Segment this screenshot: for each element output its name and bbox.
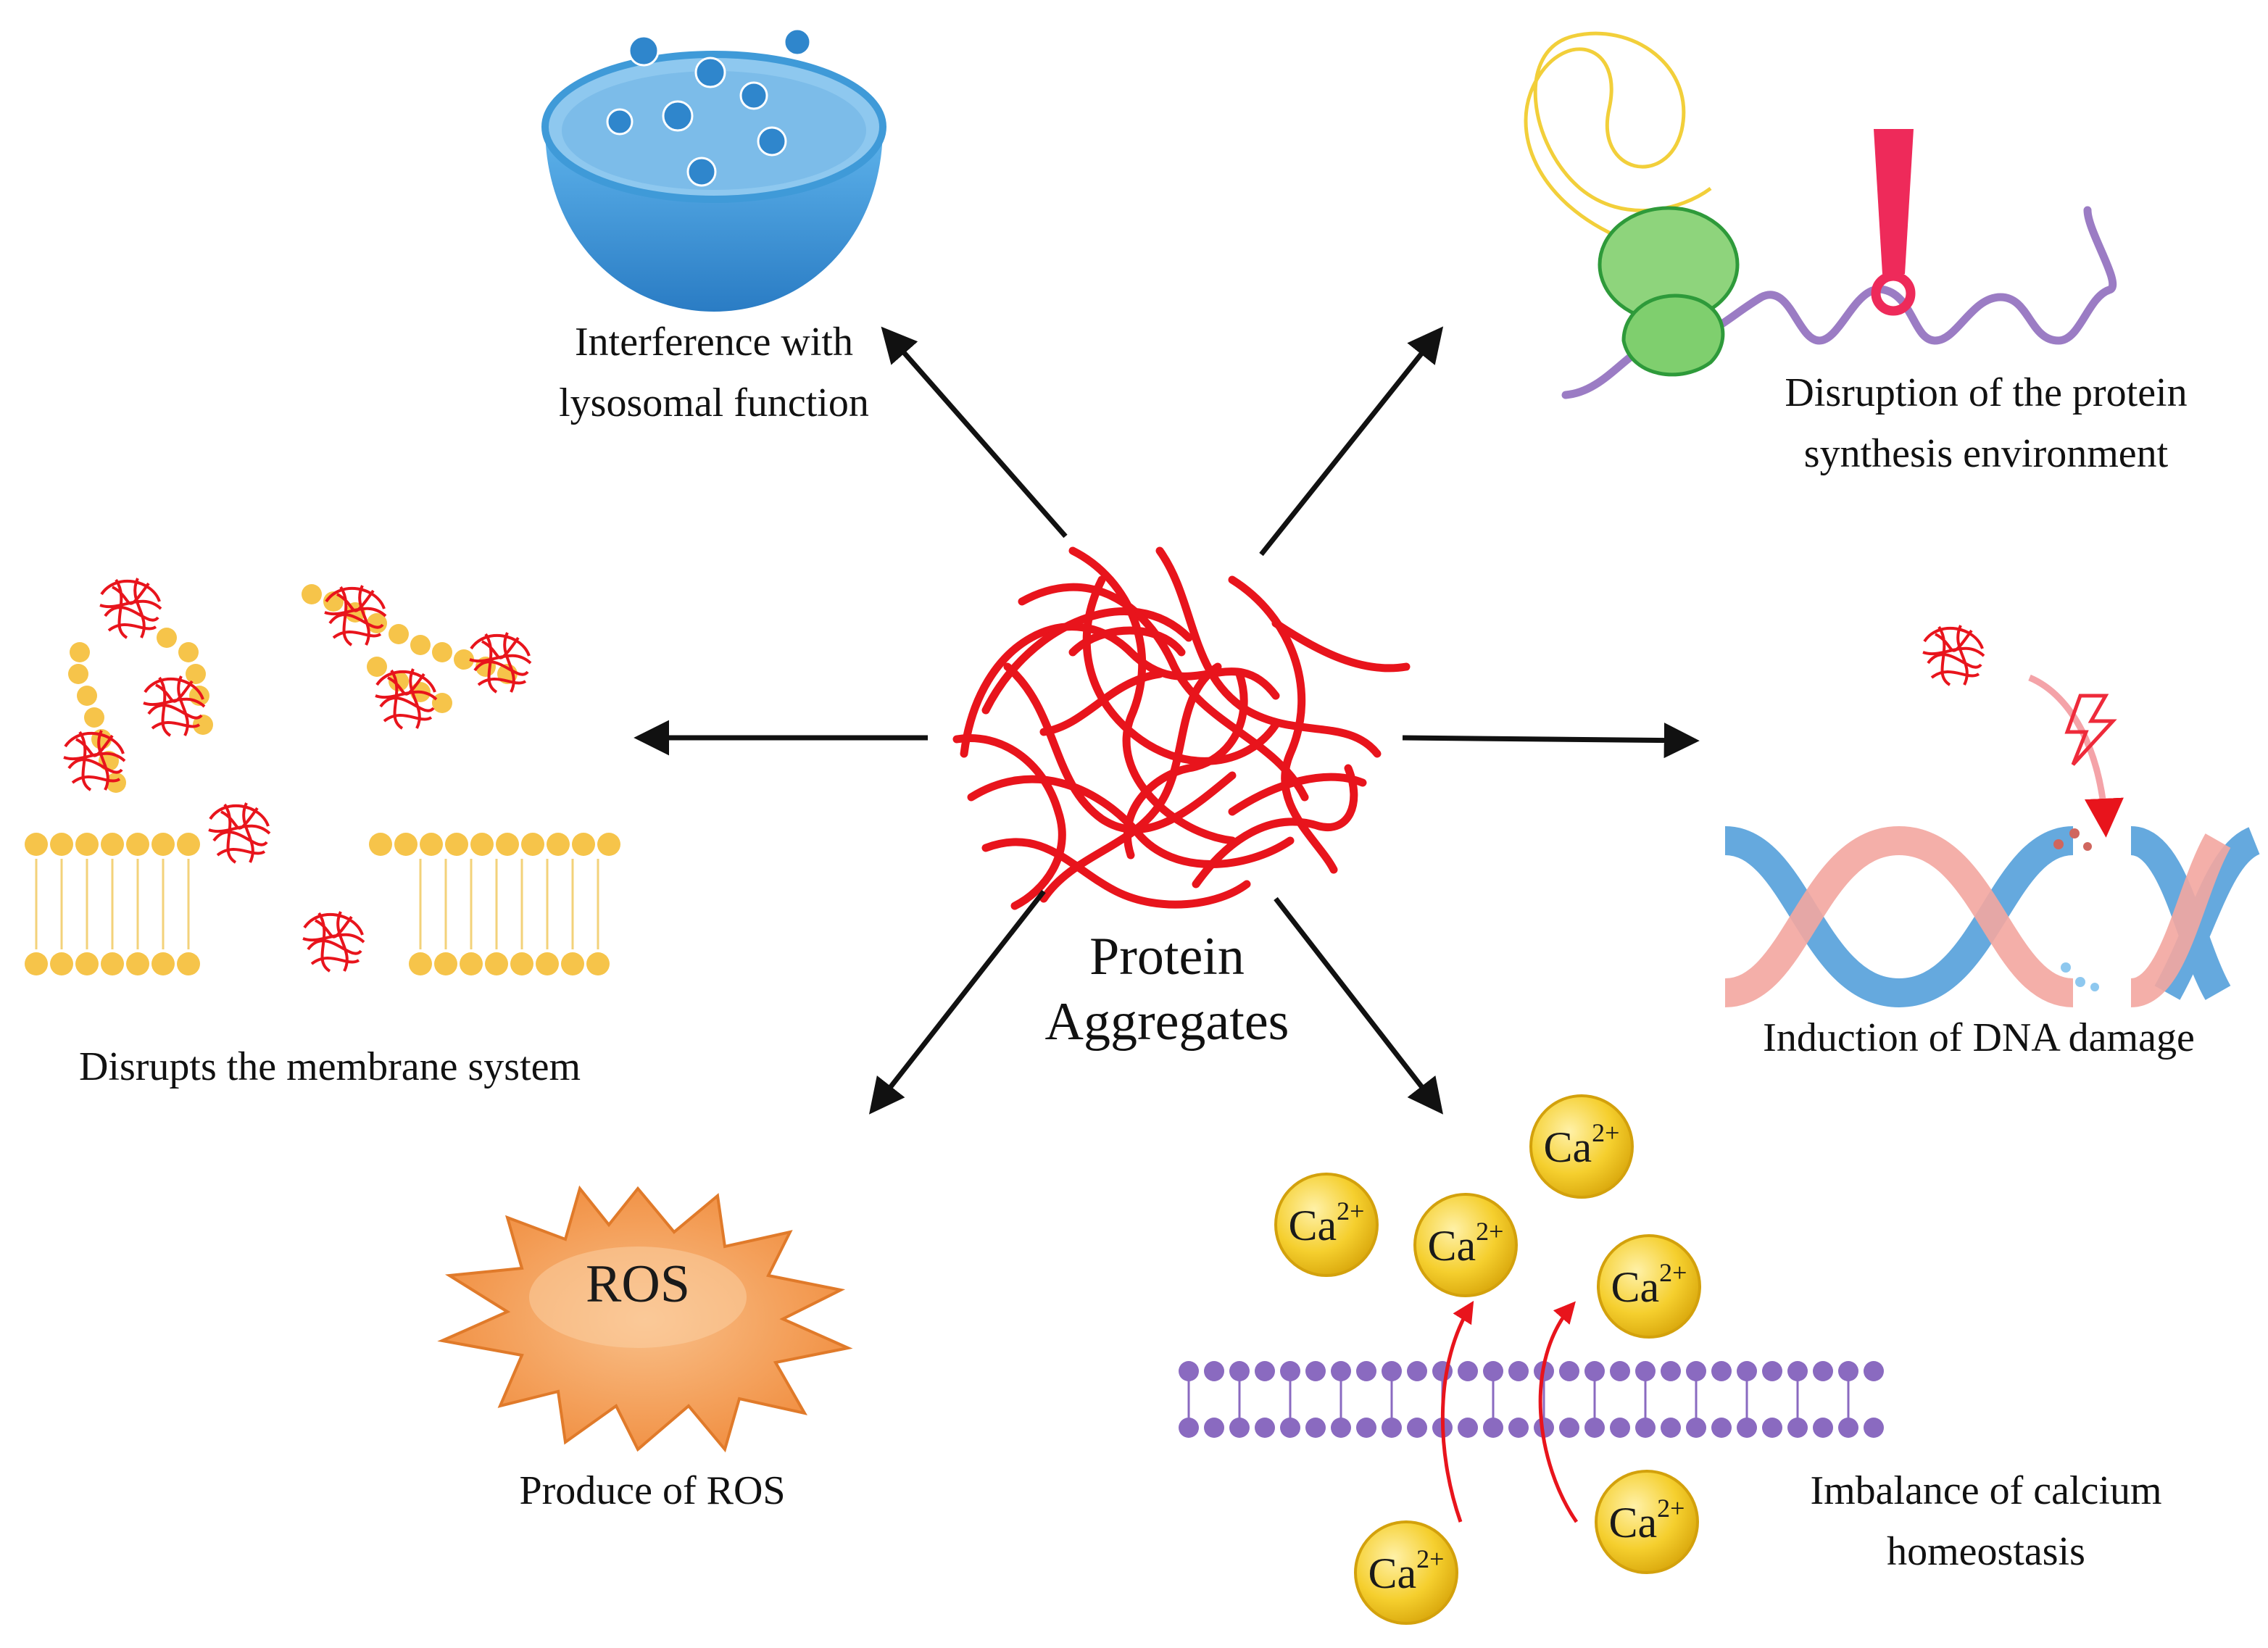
calcium-ion-label: Ca2+ bbox=[1589, 1493, 1705, 1548]
calcium-ion-5 bbox=[1595, 1470, 1699, 1574]
calcium-ion-symbol: Ca bbox=[1611, 1263, 1660, 1311]
synthesis-label-line2: synthesis environment bbox=[1803, 431, 2169, 476]
calcium-ion-symbol: Ca bbox=[1608, 1499, 1658, 1547]
lysosome-label-line1: Interference with bbox=[575, 320, 853, 365]
calcium-ion-symbol: Ca bbox=[1288, 1202, 1337, 1249]
calcium-ion-4 bbox=[1597, 1234, 1701, 1339]
membrane-label: Disrupts the membrane system bbox=[29, 1036, 631, 1097]
calcium-label-line1: Imbalance of calcium bbox=[1810, 1468, 2162, 1513]
arrow-to-lysosome bbox=[881, 326, 1068, 538]
arrow-to-ros bbox=[868, 889, 1046, 1115]
calcium-ion-1 bbox=[1529, 1094, 1634, 1199]
arrow-to-calcium bbox=[1274, 896, 1444, 1115]
lysosome-bowl-icon bbox=[541, 28, 886, 312]
calcium-ion-charge: 2+ bbox=[1416, 1544, 1445, 1573]
calcium-ion-charge: 2+ bbox=[1476, 1217, 1504, 1246]
synthesis-label-line1: Disruption of the protein bbox=[1785, 370, 2188, 415]
calcium-ion-symbol: Ca bbox=[1368, 1549, 1417, 1597]
center-title-line2: Aggregates bbox=[1044, 992, 1289, 1052]
calcium-ion-symbol: Ca bbox=[1543, 1123, 1592, 1171]
ribosome-warning-icon bbox=[1524, 31, 2117, 399]
center-title: Protein Aggregates bbox=[1008, 924, 1326, 1054]
calcium-ion-label: Ca2+ bbox=[1408, 1216, 1524, 1271]
lysosome-label: Interference with lysosomal function bbox=[507, 312, 921, 433]
calcium-ion-label: Ca2+ bbox=[1268, 1196, 1384, 1251]
dna-label: Induction of DNA damage bbox=[1725, 1007, 2232, 1068]
arrows bbox=[634, 326, 1700, 1115]
calcium-ion-charge: 2+ bbox=[1659, 1258, 1687, 1287]
calcium-ion-3 bbox=[1413, 1193, 1518, 1297]
calcium-ion-label: Ca2+ bbox=[1348, 1544, 1464, 1599]
arrow-to-synthesis bbox=[1259, 326, 1444, 557]
calcium-ion-6 bbox=[1354, 1520, 1458, 1625]
arrow-to-dna bbox=[1402, 723, 1700, 759]
center-title-line1: Protein bbox=[1089, 927, 1245, 986]
dna-label-text: Induction of DNA damage bbox=[1763, 1015, 2195, 1060]
synthesis-label: Disruption of the protein synthesis envi… bbox=[1711, 362, 2261, 484]
ros-badge: ROS bbox=[586, 1254, 690, 1314]
ros-star-icon bbox=[437, 1185, 853, 1453]
ros-label-text: Produce of ROS bbox=[519, 1468, 786, 1513]
membrane-bilayer-icon bbox=[25, 577, 620, 975]
dna-helix-icon bbox=[1724, 624, 2261, 1008]
membrane-label-text: Disrupts the membrane system bbox=[78, 1044, 581, 1089]
calcium-ion-charge: 2+ bbox=[1337, 1197, 1365, 1225]
calcium-membrane-icon bbox=[1179, 1094, 1884, 1625]
calcium-ion-label: Ca2+ bbox=[1591, 1257, 1707, 1312]
lysosome-label-line2: lysosomal function bbox=[559, 380, 869, 425]
protein-aggregate-icon bbox=[952, 546, 1411, 910]
calcium-label: Imbalance of calcium homeostasis bbox=[1754, 1460, 2218, 1582]
calcium-ion-2 bbox=[1274, 1173, 1379, 1277]
ros-label: Produce of ROS bbox=[435, 1460, 870, 1521]
calcium-ion-charge: 2+ bbox=[1657, 1494, 1685, 1523]
calcium-label-line2: homeostasis bbox=[1887, 1529, 2085, 1574]
calcium-ion-symbol: Ca bbox=[1427, 1222, 1476, 1270]
calcium-ion-charge: 2+ bbox=[1592, 1118, 1620, 1147]
calcium-ion-label: Ca2+ bbox=[1524, 1118, 1640, 1173]
